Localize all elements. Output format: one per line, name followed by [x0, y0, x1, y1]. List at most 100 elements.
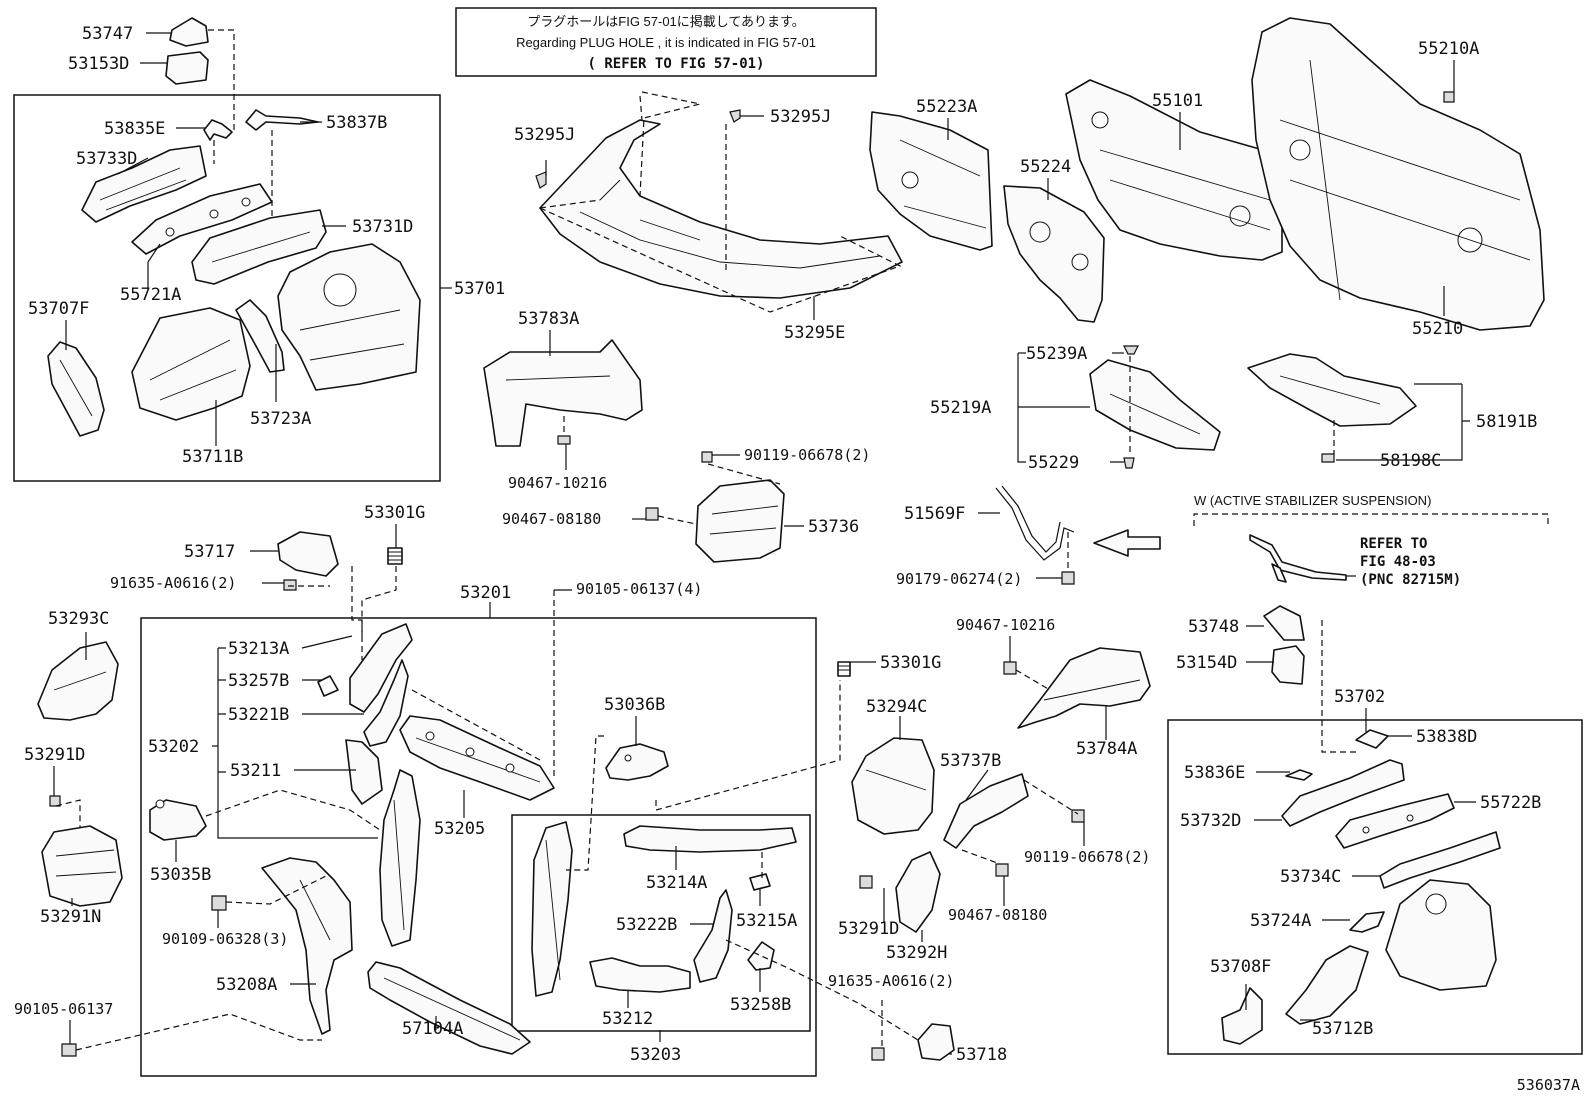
part-55223A [869, 111, 993, 251]
label-53747: 53747 [82, 24, 133, 44]
part-53258B [747, 941, 775, 971]
label-53702: 53702 [1334, 687, 1385, 707]
label-55210A: 55210A [1418, 39, 1479, 59]
part-radiator-support-side [379, 769, 421, 947]
label-53737B: 53737B [940, 751, 1001, 771]
label-53838D: 53838D [1416, 727, 1477, 747]
label-53291D-right: 53291D [838, 919, 899, 939]
label-53736: 53736 [808, 517, 859, 537]
part-53294C [851, 737, 935, 835]
label-53732D: 53732D [1180, 811, 1241, 831]
part-53291N [41, 825, 123, 907]
label-53708F: 53708F [1210, 957, 1271, 977]
label-53213A: 53213A [228, 639, 289, 659]
label-53293C: 53293C [48, 609, 109, 629]
diagram-code: 536037A [1517, 1076, 1580, 1094]
part-55210 [1251, 17, 1545, 331]
label-90467-10216-b: 90467-10216 [956, 616, 1055, 634]
group-box-53702 [1167, 719, 1583, 1055]
label-53783A: 53783A [518, 309, 579, 329]
notice-english: Regarding PLUG HOLE , it is indicated in… [516, 35, 816, 50]
part-53723A [235, 299, 285, 373]
label-53724A: 53724A [1250, 911, 1311, 931]
part-53724A [1349, 911, 1385, 933]
refer-line3: (PNC 82715M) [1360, 572, 1461, 588]
part-53154D [1271, 645, 1305, 685]
label-53036B: 53036B [604, 695, 665, 715]
part-53836E [1285, 769, 1313, 781]
direction-arrow-icon [1093, 529, 1161, 557]
label-53718: 53718 [956, 1045, 1007, 1065]
label-90467-08180-b: 90467-08180 [948, 906, 1047, 924]
part-55722B [1335, 793, 1455, 849]
label-53291D-left: 53291D [24, 745, 85, 765]
label-90467-08180-a: 90467-08180 [502, 510, 601, 528]
stabilizer-bracket-icon [1249, 534, 1347, 581]
part-labels: 53747 53153D 53835E 53837B 53733D 53731D… [14, 24, 1580, 1094]
label-53707F: 53707F [28, 299, 89, 319]
part-58191B [1247, 353, 1417, 427]
label-53201: 53201 [460, 583, 511, 603]
label-55721A: 55721A [120, 285, 181, 305]
option-title: W (ACTIVE STABILIZER SUSPENSION) [1194, 493, 1431, 508]
label-53208A: 53208A [216, 975, 277, 995]
label-53837B: 53837B [326, 113, 387, 133]
part-55219A [1089, 359, 1221, 451]
part-53212 [589, 957, 691, 993]
label-53035B: 53035B [150, 865, 211, 885]
part-53215A [749, 873, 771, 891]
label-53257B: 53257B [228, 671, 289, 691]
part-53783A [483, 339, 643, 447]
notice-refer: ( REFER TO FIG 57-01) [587, 56, 764, 72]
group-box-53201 [140, 617, 817, 1077]
label-55101: 55101 [1152, 91, 1203, 111]
label-55239A: 55239A [1026, 344, 1087, 364]
part-53153D [165, 51, 209, 85]
part-53717 [277, 531, 339, 577]
part-53203-side [531, 821, 573, 997]
part-53737B [943, 773, 1029, 849]
active-stabilizer-note: W (ACTIVE STABILIZER SUSPENSION) REFER T… [1193, 493, 1549, 588]
refer-line2: FIG 48-03 [1360, 554, 1436, 570]
part-53784A [1017, 647, 1151, 729]
label-53154D: 53154D [1176, 653, 1237, 673]
part-53734C [1379, 831, 1501, 889]
part-53707F [47, 341, 105, 437]
label-53212: 53212 [602, 1009, 653, 1029]
label-53203: 53203 [630, 1045, 681, 1065]
label-53258B: 53258B [730, 995, 791, 1015]
part-55224 [1003, 185, 1105, 323]
part-53711B [131, 307, 251, 421]
label-90105-06137-4: 90105-06137(4) [576, 580, 702, 598]
label-53733D: 53733D [76, 149, 137, 169]
part-53708F [1221, 987, 1263, 1045]
label-53835E: 53835E [104, 119, 165, 139]
label-53301G-b: 53301G [880, 653, 941, 673]
part-53718 [917, 1023, 955, 1061]
part-53747 [169, 17, 209, 47]
label-90119-06678-a: 90119-06678(2) [744, 446, 870, 464]
label-90119-06678-b: 90119-06678(2) [1024, 848, 1150, 866]
part-53211 [345, 739, 383, 805]
label-53301G-a: 53301G [364, 503, 425, 523]
label-53717: 53717 [184, 542, 235, 562]
label-53291N: 53291N [40, 907, 101, 927]
part-53748 [1263, 605, 1305, 641]
part-53221B [363, 659, 409, 747]
label-53222B: 53222B [616, 915, 677, 935]
label-55219A: 55219A [930, 398, 991, 418]
label-90179-06274: 90179-06274(2) [896, 570, 1022, 588]
label-53214A: 53214A [646, 873, 707, 893]
refer-line1: REFER TO [1360, 536, 1427, 552]
label-53153D: 53153D [68, 54, 129, 74]
part-53035B [149, 799, 207, 841]
label-53731D: 53731D [352, 217, 413, 237]
notice-japanese: プラグホールはFIG 57-01に掲載してあります。 [527, 14, 804, 29]
label-53205: 53205 [434, 819, 485, 839]
label-51569F: 51569F [904, 504, 965, 524]
label-53836E: 53836E [1184, 763, 1245, 783]
plug-hole-notice: プラグホールはFIG 57-01に掲載してあります。 Regarding PLU… [455, 7, 877, 77]
leader-lines [53, 32, 1476, 1055]
label-53734C: 53734C [1280, 867, 1341, 887]
